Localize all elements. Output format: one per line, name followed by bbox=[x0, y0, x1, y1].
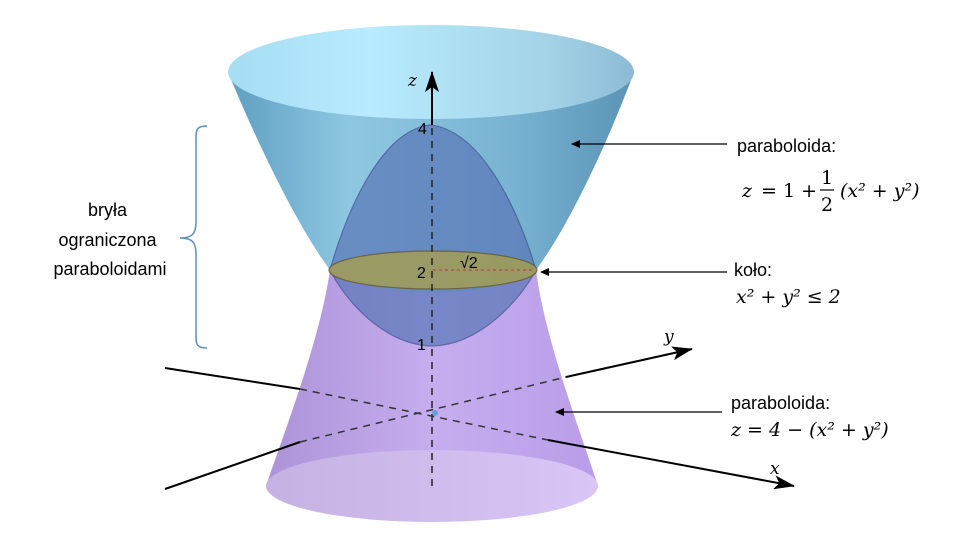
disk-title: koło: bbox=[734, 260, 772, 280]
svg-text:1: 1 bbox=[821, 167, 833, 189]
upper-paraboloid-formula: z = 1 + 1 2 (x² + y²) bbox=[741, 167, 920, 216]
radius-label: √2 bbox=[460, 255, 478, 272]
y-axis bbox=[565, 346, 693, 378]
bounded-solid bbox=[329, 124, 537, 347]
origin-point bbox=[432, 410, 438, 416]
x-axis-label: x bbox=[770, 459, 780, 479]
x-axis-dashed bbox=[299, 388, 549, 441]
axes bbox=[164, 71, 795, 490]
x-axis-back bbox=[164, 367, 301, 390]
intersection-disk bbox=[328, 250, 538, 290]
x-axis bbox=[547, 439, 795, 490]
y-axis-label: y bbox=[663, 327, 674, 347]
lower-paraboloid-title: paraboloida: bbox=[731, 393, 830, 413]
svg-text:(x² + y²): (x² + y²) bbox=[840, 180, 920, 202]
solid-label: bryła ograniczona paraboloidami bbox=[53, 200, 166, 279]
lower-paraboloid-formula: z = 4 − (x² + y²) bbox=[730, 419, 889, 441]
z-axis-label: z bbox=[407, 71, 418, 91]
y-axis-dashed bbox=[299, 376, 567, 443]
svg-text:= 1 +: = 1 + bbox=[755, 180, 823, 202]
svg-text:2: 2 bbox=[821, 194, 833, 216]
disk-formula: x² + y² ≤ 2 bbox=[736, 286, 841, 308]
z-tick-4: 4 bbox=[418, 121, 427, 138]
z-tick-2: 2 bbox=[417, 265, 426, 282]
y-axis-back bbox=[164, 441, 301, 490]
solid-brace bbox=[179, 125, 208, 349]
z-tick-1: 1 bbox=[417, 337, 426, 354]
upper-paraboloid-title: paraboloida: bbox=[737, 136, 836, 156]
svg-text:z: z bbox=[741, 180, 753, 202]
